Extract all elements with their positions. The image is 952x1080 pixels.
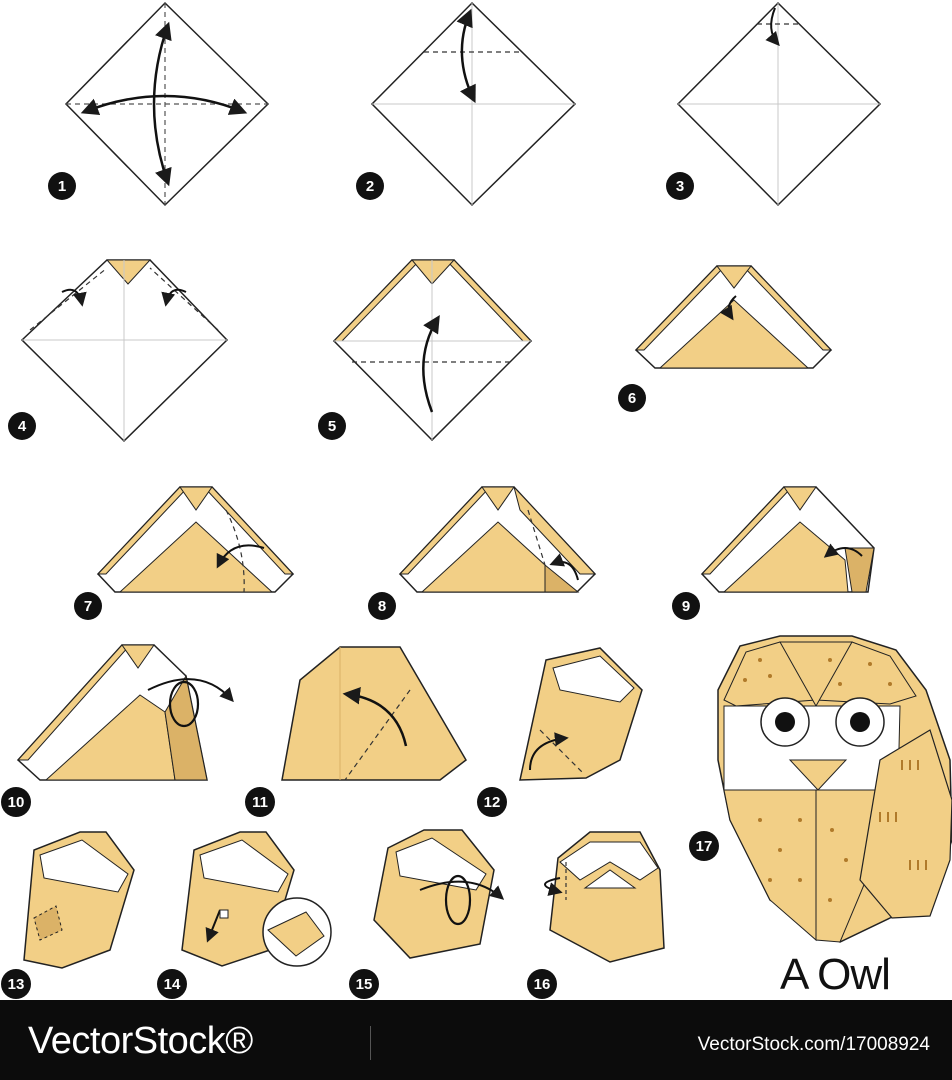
origami-owl-diagram: 1 2 3 4 5 6 7 8 9 10 11 12 13 14 15 16 1… <box>1 1 952 999</box>
svg-text:14: 14 <box>164 976 181 993</box>
svg-text:4: 4 <box>18 418 27 435</box>
step-16-shape <box>544 831 665 963</box>
step-12-shape <box>519 647 643 781</box>
step-8-shape <box>398 486 597 593</box>
step-14-shape <box>181 831 332 967</box>
step-10-shape <box>16 644 234 781</box>
svg-text:1: 1 <box>58 178 66 195</box>
svg-text:3: 3 <box>676 178 684 195</box>
step-17-owl <box>717 635 952 943</box>
step-9-shape <box>700 486 875 593</box>
step-4-square <box>20 259 229 443</box>
watermark-footer: VectorStock® VectorStock.com/17008924 <box>0 1000 952 1080</box>
step-badge-14: 14 <box>157 969 187 999</box>
step-badge-4: 4 <box>8 412 36 440</box>
step-2-square <box>370 1 577 207</box>
step-badge-13: 13 <box>1 969 31 999</box>
step-11-shape <box>281 646 467 781</box>
step-badge-12: 12 <box>477 787 507 817</box>
step-badge-6: 6 <box>618 384 646 412</box>
svg-text:7: 7 <box>84 598 92 615</box>
step-7-shape <box>96 486 295 593</box>
step-6-shape <box>634 265 833 369</box>
vectorstock-url: VectorStock.com/17008924 <box>697 1034 930 1055</box>
step-badge-10: 10 <box>1 787 31 817</box>
footer-divider <box>370 1026 371 1060</box>
svg-text:12: 12 <box>484 794 501 811</box>
step-badge-17: 17 <box>689 831 719 861</box>
step-badge-2: 2 <box>356 172 384 200</box>
svg-text:2: 2 <box>366 178 374 195</box>
step-badge-11: 11 <box>245 787 275 817</box>
svg-text:5: 5 <box>328 418 336 435</box>
step-badge-3: 3 <box>666 172 694 200</box>
step-3-square <box>676 1 882 207</box>
step-1-arrows <box>80 21 248 187</box>
step-badge-5: 5 <box>318 412 346 440</box>
step-badge-7: 7 <box>74 592 102 620</box>
step-badge-9: 9 <box>672 592 700 620</box>
svg-text:15: 15 <box>356 976 373 993</box>
step-5-square <box>332 259 533 442</box>
diagram-title: A Owl <box>780 950 891 999</box>
step-badge-15: 15 <box>349 969 379 999</box>
svg-text:13: 13 <box>8 976 25 993</box>
vectorstock-logo: VectorStock® <box>28 1020 253 1062</box>
step-badge-16: 16 <box>527 969 557 999</box>
step-15-shape <box>373 829 505 959</box>
step-badge-8: 8 <box>368 592 396 620</box>
svg-text:10: 10 <box>8 794 25 811</box>
svg-text:17: 17 <box>696 838 713 855</box>
svg-text:8: 8 <box>378 598 386 615</box>
svg-text:16: 16 <box>534 976 551 993</box>
step-13-shape <box>23 831 135 969</box>
svg-text:6: 6 <box>628 390 636 407</box>
svg-text:9: 9 <box>682 598 690 615</box>
svg-text:11: 11 <box>252 794 268 811</box>
step-badge-1: 1 <box>48 172 76 200</box>
